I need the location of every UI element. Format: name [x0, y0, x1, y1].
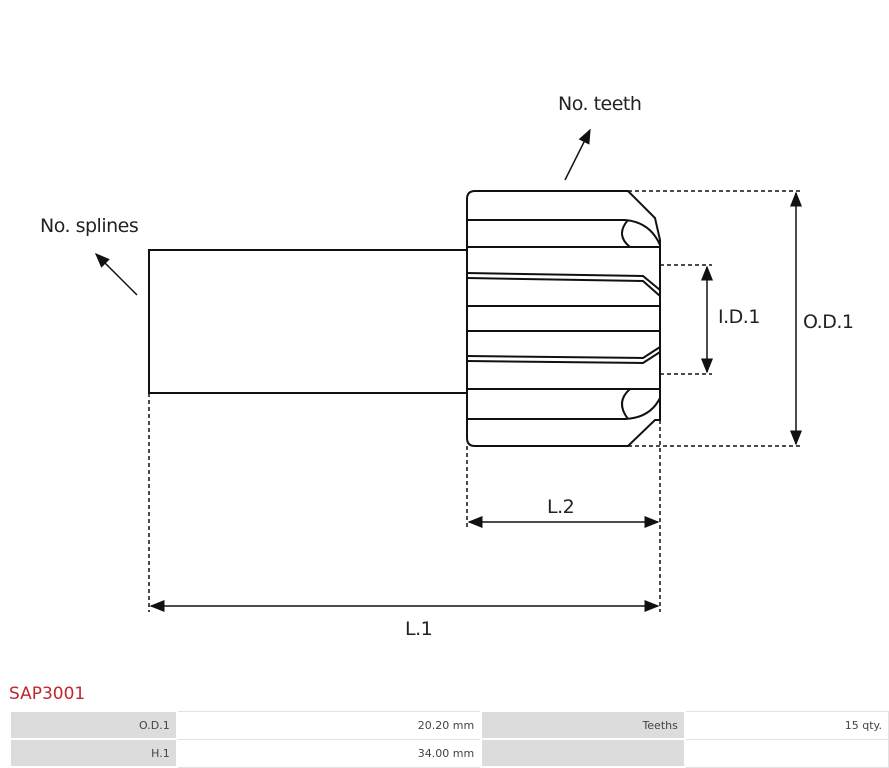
label-id1: I.D.1	[718, 306, 760, 328]
spec-label: Teeths	[480, 710, 686, 740]
pinion-outline	[148, 190, 661, 447]
extension-lines	[148, 190, 800, 612]
spec-label: H.1	[9, 738, 178, 768]
spec-value: 34.00 mm	[176, 738, 482, 768]
label-no-teeth: No. teeth	[558, 93, 641, 115]
table-row: H.1 34.00 mm	[9, 738, 889, 768]
dimension-arrows	[94, 128, 802, 612]
spec-value	[684, 738, 889, 768]
teeth-arrow	[564, 128, 591, 181]
label-od1: O.D.1	[803, 311, 853, 333]
spec-value: 15 qty.	[684, 710, 889, 740]
spec-value: 20.20 mm	[176, 710, 482, 740]
product-code: SAP3001	[9, 684, 86, 704]
gear-body	[466, 190, 661, 447]
spec-table: O.D.1 20.20 mm Teeths 15 qty. H.1 34.00 …	[9, 710, 889, 768]
starter-pinion-drawing: No. teeth No. splines I.D.1 O.D.1 L.2 L.…	[40, 93, 854, 640]
spec-label	[480, 738, 686, 768]
label-l2: L.2	[547, 496, 574, 518]
splines-arrow	[94, 252, 138, 296]
label-l1: L.1	[405, 618, 432, 640]
label-no-splines: No. splines	[40, 215, 138, 237]
shaft	[148, 249, 468, 394]
table-row: O.D.1 20.20 mm Teeths 15 qty.	[9, 710, 889, 740]
spec-label: O.D.1	[9, 710, 178, 740]
